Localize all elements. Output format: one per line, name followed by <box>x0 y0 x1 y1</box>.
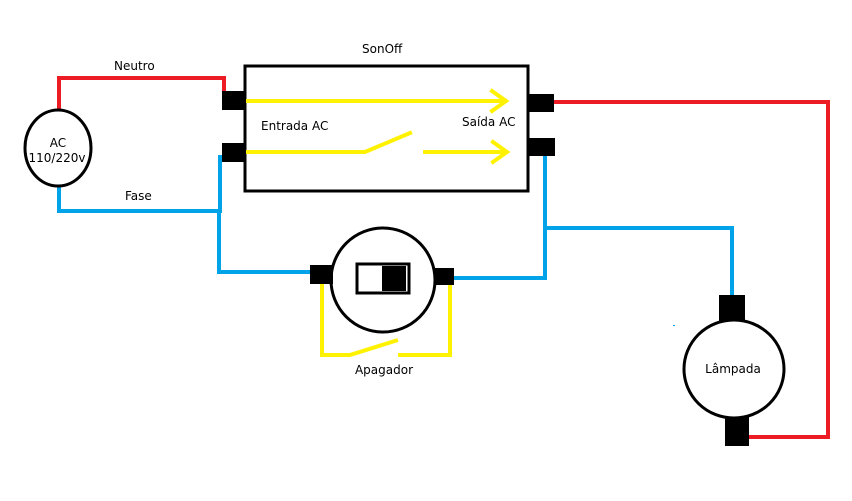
ac-label: AC <box>50 136 66 150</box>
stray-dot <box>673 325 675 326</box>
switch-rocker-toggle <box>382 266 406 291</box>
lamp-body <box>682 318 786 420</box>
internal-path-switch <box>243 130 413 154</box>
switch-terminal-right <box>434 268 454 285</box>
sonoff-terminals <box>222 91 555 162</box>
ac-source <box>23 108 93 188</box>
switch-yellow-contact-right <box>398 283 452 357</box>
internal-arrowhead-bottom <box>490 139 511 165</box>
sonoff-box <box>243 64 530 193</box>
lamp <box>682 295 786 446</box>
lamp-terminal-top <box>719 295 745 321</box>
sonoff-label: SonOff <box>362 42 403 56</box>
phase-wire-sonoff-to-lamp <box>545 226 734 303</box>
lampada-label: Lâmpada <box>705 362 761 376</box>
terminal-neutral-in <box>222 91 246 110</box>
phase-wire-switch-to-sonoff <box>451 148 547 280</box>
fase-label: Fase <box>125 189 152 203</box>
sonoff-internal-paths <box>243 88 511 165</box>
switch-terminal-left <box>310 265 333 284</box>
neutro-label: Neutro <box>114 59 155 73</box>
wall-switch <box>310 226 454 357</box>
neutral-wire-sonoff-to-lamp <box>552 100 830 439</box>
neutral-wires <box>57 76 830 439</box>
phase-wire-to-switch <box>217 211 312 274</box>
phase-wires <box>57 148 734 303</box>
phase-wire-ac-to-sonoff <box>57 155 222 213</box>
switch-yellow-contact <box>320 283 399 357</box>
terminal-neutral-out <box>528 94 554 112</box>
entrada-ac-label: Entrada AC <box>261 119 328 133</box>
ac-voltage-label: 110/220v <box>29 151 86 165</box>
internal-arrowhead-top <box>489 88 510 114</box>
apagador-label: Apagador <box>355 363 413 377</box>
lamp-terminal-bottom <box>725 416 749 446</box>
terminal-phase-out <box>528 138 555 156</box>
terminal-phase-in <box>222 143 246 162</box>
neutral-wire-ac-to-sonoff <box>57 76 226 110</box>
saida-ac-label: Saída AC <box>462 115 515 129</box>
